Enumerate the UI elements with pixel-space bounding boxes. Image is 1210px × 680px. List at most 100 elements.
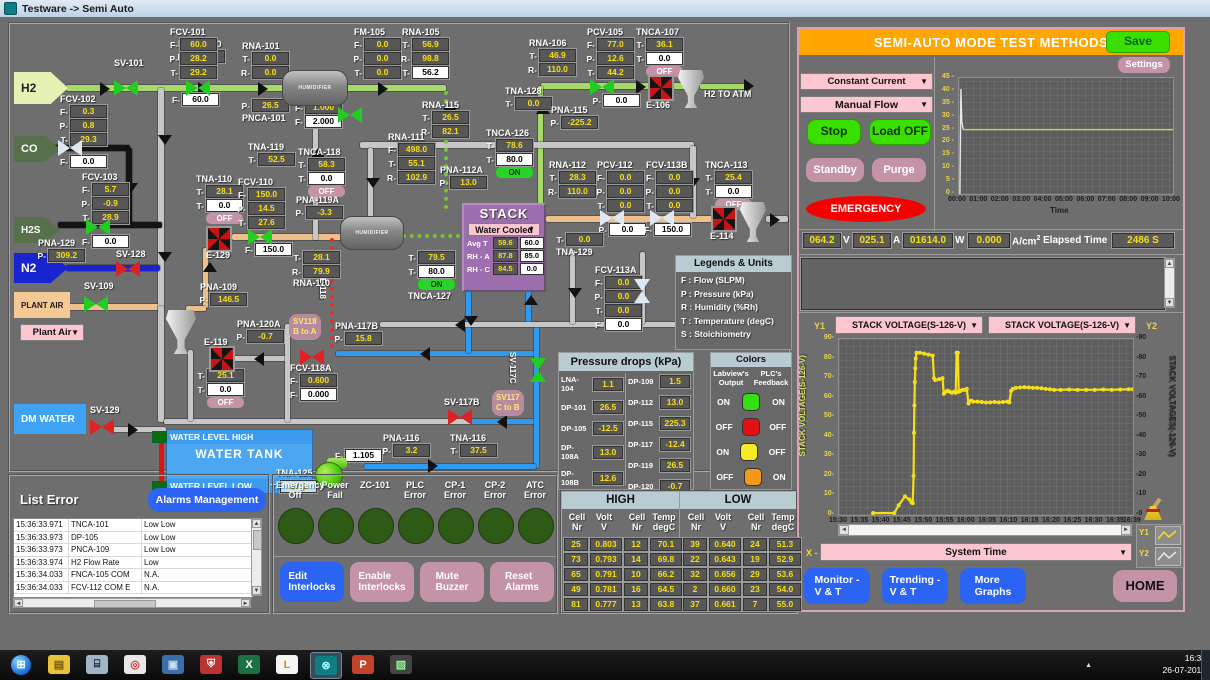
- setpoint-input[interactable]: 0.0: [206, 382, 245, 397]
- x-axis-dropdown[interactable]: System Time▼: [820, 543, 1132, 561]
- valve-fcv-101-valve[interactable]: [186, 80, 210, 96]
- setpoint-input[interactable]: 56.2: [411, 65, 450, 80]
- test-method-dropdown[interactable]: Constant Current▼: [800, 73, 933, 90]
- process-value: 28.2: [179, 51, 218, 66]
- show-desktop-button[interactable]: [1201, 650, 1210, 680]
- standby-button[interactable]: Standby: [806, 158, 864, 182]
- valve-h2s-valve[interactable]: [86, 219, 110, 235]
- valve-sv-117c-valve[interactable]: [530, 358, 546, 382]
- message-area[interactable]: [800, 257, 1166, 311]
- save-button[interactable]: Save: [1106, 31, 1170, 53]
- y2-channel-dropdown[interactable]: STACK VOLTAGE(S-126-V)▼: [988, 316, 1136, 334]
- stack-cooling-dropdown[interactable]: Water Cooled▼: [468, 223, 540, 236]
- setpoint-input[interactable]: 1.105: [344, 448, 383, 463]
- state-toggle[interactable]: OFF: [207, 397, 244, 408]
- valve-sv-101[interactable]: [114, 80, 138, 96]
- taskbar-icon-excel[interactable]: X: [234, 652, 264, 677]
- setpoint-input[interactable]: 0.0: [205, 198, 244, 213]
- setpoint-input[interactable]: 2.000: [304, 114, 343, 129]
- setpoint-input[interactable]: 0.0: [714, 184, 753, 199]
- hidden-icons-chevron[interactable]: ▲: [1085, 662, 1092, 669]
- setpoint-input[interactable]: 0.0: [69, 154, 108, 169]
- clear-chart-icon[interactable]: [1142, 497, 1164, 522]
- chart-hscrollbar[interactable]: ◄ ►: [838, 524, 1132, 536]
- load-off-button[interactable]: Load OFF: [869, 119, 931, 145]
- state-toggle[interactable]: ON: [496, 167, 533, 178]
- setpoint-input[interactable]: 80.0: [495, 152, 534, 167]
- taskbar-icon-ni-max[interactable]: ⊗: [310, 652, 342, 679]
- error-table-vscrollbar[interactable]: ▲ ▼: [251, 518, 262, 596]
- state-toggle[interactable]: ON: [418, 279, 455, 290]
- taskbar-icon-display[interactable]: ▣: [158, 652, 188, 677]
- setpoint-input[interactable]: 0.000: [299, 387, 338, 402]
- taskbar-icon-remote-desktop[interactable]: ▧: [386, 652, 416, 677]
- stack-process-value: 59.6: [493, 237, 518, 249]
- setpoint-input[interactable]: 150.0: [254, 242, 293, 257]
- valve-pcv-112-valve[interactable]: [600, 210, 624, 226]
- valve-fcv-113b-valve[interactable]: [650, 210, 674, 226]
- y1-channel-dropdown[interactable]: STACK VOLTAGE(S-126-V)▼: [835, 316, 983, 334]
- taskbar-icon-calculator[interactable]: ⌸: [82, 652, 112, 677]
- taskbar-icon-labview[interactable]: L: [272, 652, 302, 677]
- plant-air-dropdown[interactable]: Plant Air▼: [20, 324, 84, 341]
- taskbar-icon-powerpoint[interactable]: P: [348, 652, 378, 677]
- message-scrollbar[interactable]: ▲ ▼: [1164, 258, 1175, 308]
- setpoint-input[interactable]: 0.0: [608, 222, 647, 237]
- error-table-hscrollbar[interactable]: ◄ ►: [13, 598, 251, 608]
- taskbar-icon-explorer[interactable]: ▤: [44, 652, 74, 677]
- home-button[interactable]: HOME: [1113, 570, 1177, 602]
- state-toggle[interactable]: OFF: [206, 213, 243, 224]
- alarms-management-button[interactable]: Alarms Management: [148, 488, 266, 512]
- flow-mode-dropdown[interactable]: Manual Flow▼: [800, 96, 933, 113]
- valve-fcv-118b-valve[interactable]: [338, 107, 362, 123]
- valve-fcv-110-valve[interactable]: [248, 229, 272, 245]
- stack-setpoint-input[interactable]: 0.0: [519, 263, 544, 275]
- y2-toggle-button[interactable]: [1155, 547, 1181, 566]
- taskbar-icon-chrome[interactable]: ◎: [120, 652, 150, 677]
- stack-setpoint-input[interactable]: 85.0: [519, 250, 544, 262]
- emergency-button[interactable]: EMERGENCY: [806, 196, 926, 222]
- setpoint-input[interactable]: 0.0: [604, 317, 643, 332]
- settings-button[interactable]: Settings: [1118, 57, 1170, 73]
- y1-toggle-button[interactable]: [1155, 526, 1181, 545]
- state-toggle[interactable]: OFF: [715, 199, 752, 210]
- setpoint-input[interactable]: 0.0: [645, 51, 684, 66]
- valve-sv-128[interactable]: [116, 261, 140, 277]
- state-toggle[interactable]: OFF: [646, 66, 683, 77]
- state-toggle[interactable]: OFF: [308, 186, 345, 197]
- monitor-v-t-button[interactable]: Monitor -V & T: [804, 568, 870, 604]
- valve-co-valve[interactable]: [58, 140, 82, 156]
- taskbar-clock[interactable]: 16:39 26-07-2016: [1163, 653, 1206, 677]
- setpoint-input[interactable]: 80.0: [417, 264, 456, 279]
- taskbar-icon-security-tool[interactable]: ⛨: [196, 652, 226, 677]
- mini-x-tick: 07:00: [1097, 196, 1116, 203]
- valve-sv-117b-valve[interactable]: [448, 409, 472, 425]
- stack-setpoint-input[interactable]: 60.0: [519, 237, 544, 249]
- taskbar-icon-start[interactable]: ⊞: [6, 652, 36, 677]
- valve-fcv-118a-valve[interactable]: [300, 349, 324, 365]
- valve-fcv-113a-valve[interactable]: [634, 279, 650, 303]
- stop-button[interactable]: Stop: [807, 119, 861, 145]
- setpoint-input[interactable]: 0.0: [307, 171, 346, 186]
- valve-sv-109[interactable]: [84, 296, 108, 312]
- valve-sv-129-valve[interactable]: [90, 419, 114, 435]
- setpoint-input[interactable]: 0.0: [91, 234, 130, 249]
- valve-pcv-105-valve[interactable]: [590, 79, 614, 95]
- setpoint-input[interactable]: 0.0: [602, 93, 641, 108]
- trending-v-t-button[interactable]: Trending -V & T: [882, 568, 948, 604]
- purge-button[interactable]: Purge: [872, 158, 926, 182]
